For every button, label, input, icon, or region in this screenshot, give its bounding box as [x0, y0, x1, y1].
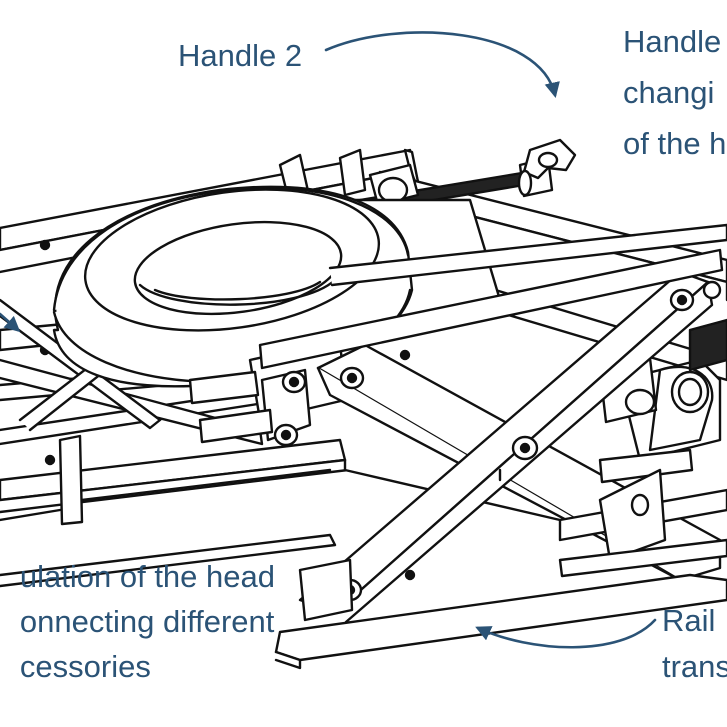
- label-handle-1: Handle changi of the h: [623, 16, 726, 169]
- label-rail-line-2: trans: [662, 649, 727, 684]
- threaded-rod-2: [358, 138, 577, 214]
- lift-mechanism: [598, 318, 727, 462]
- label-rail: Rail trans: [662, 598, 727, 690]
- label-head-regulation-line-2: onnecting different: [19, 604, 275, 639]
- label-handle-2-text: Handle 2: [178, 38, 303, 73]
- bottom-rail: [274, 538, 727, 670]
- label-head-regulation-line-3: cessories: [19, 649, 151, 684]
- label-head-regulation-line-1: ulation of the head: [19, 559, 275, 594]
- label-handle-1-line-2: changi: [623, 75, 715, 110]
- label-head-regulation: ulation of the head onnecting different …: [20, 554, 275, 689]
- label-handle-2: Handle 2: [178, 38, 302, 74]
- rail-arrow: [475, 618, 657, 649]
- head-regulation-arrow: [0, 312, 21, 333]
- handle-2-arrow: [324, 31, 560, 99]
- label-handle-1-line-3: of the h: [623, 126, 727, 161]
- label-handle-1-line-1: Handle: [623, 24, 722, 59]
- label-rail-line-1: Rail: [662, 603, 716, 638]
